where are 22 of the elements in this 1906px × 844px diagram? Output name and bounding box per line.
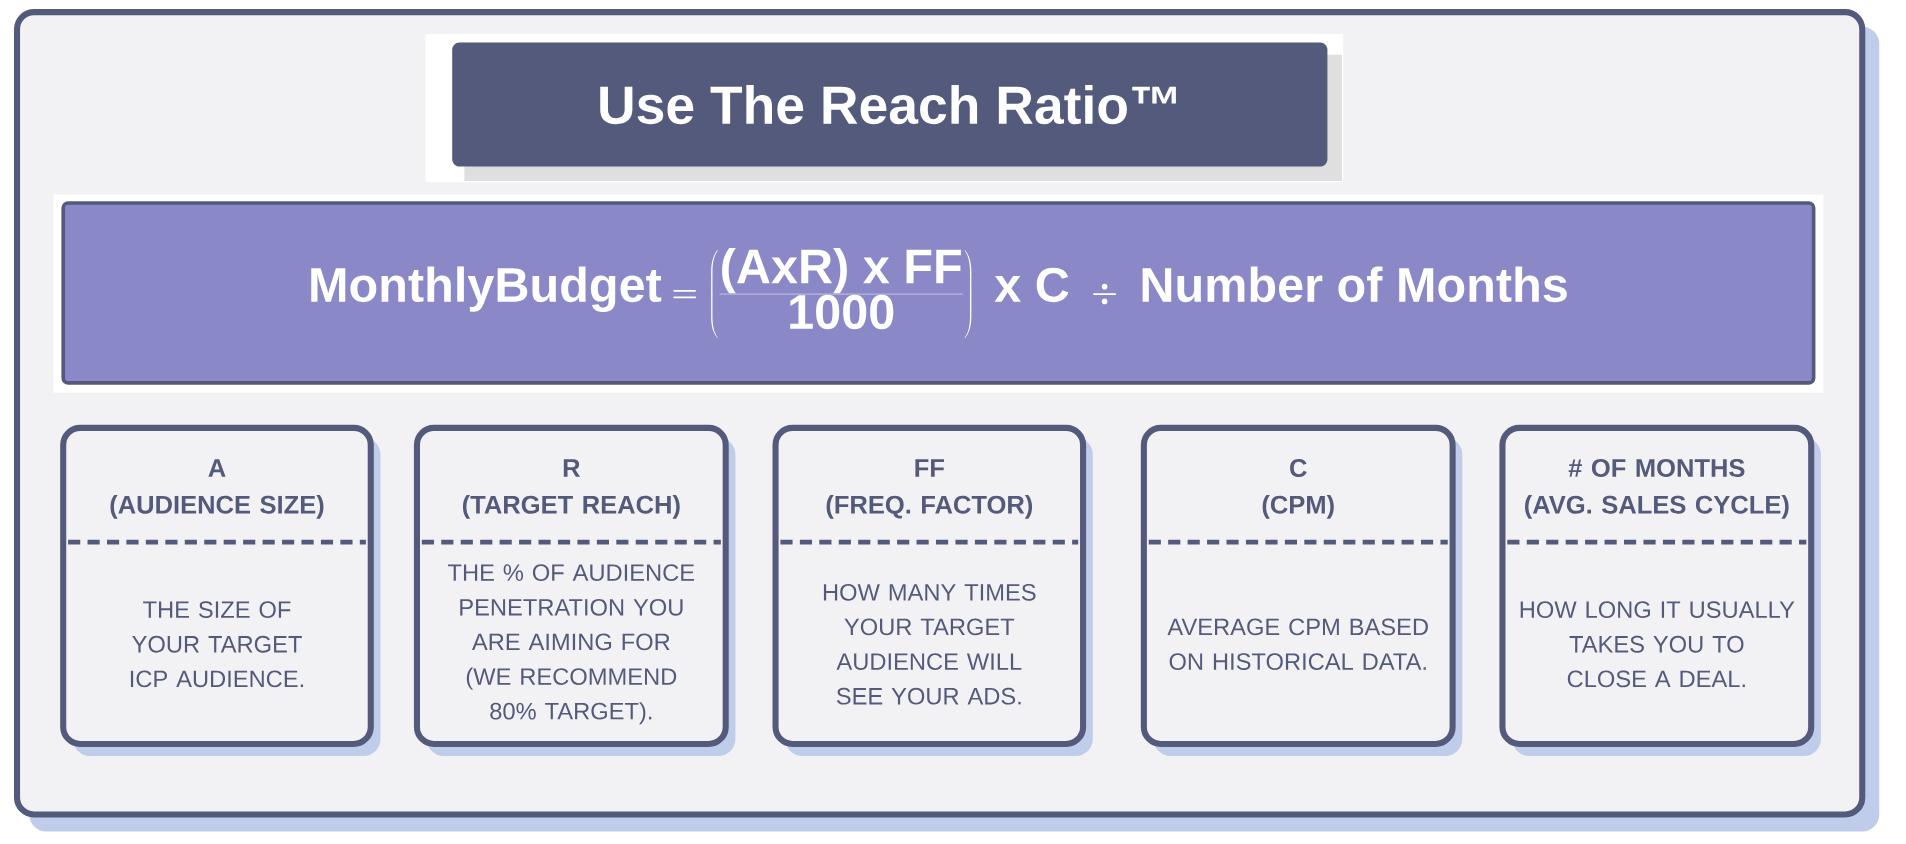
- card-description: THE % OF AUDIENCE PENETRATION YOU ARE AIMING FOR (WE RECOMMEND 80% TARGET).: [448, 564, 695, 725]
- card-description: HOW LONG IT USUALLY TAKES YOU TO CLOSE A DEAL.: [1520, 601, 1795, 688]
- card-subheading: (TARGET REACH): [462, 495, 680, 519]
- info-card: [772, 425, 1093, 757]
- card-heading: # OF MONTHS: [1568, 459, 1745, 478]
- card-heading: R: [563, 459, 581, 477]
- info-card: [413, 425, 736, 757]
- card-subheading: (FREQ. FACTOR): [826, 495, 1033, 519]
- card-description: HOW MANY TIMES YOUR TARGET AUDIENCE WILL SEE YOUR ADS.: [823, 584, 1036, 705]
- card-subheading: (AVG. SALES CYCLE): [1525, 495, 1789, 519]
- formula-band: $\textbf{MonthlyBudget} = \left(\frac{\textbf{(AxR) x FF}}{\textbf{1000}}\right) \textbf{ x C } \div \textbf{ Number of Months}$: [61, 201, 1816, 385]
- info-card: [1499, 425, 1821, 757]
- title-box: Use The Reach Ratio™: [452, 42, 1342, 182]
- card-heading: FF: [915, 459, 944, 477]
- info-card: [60, 425, 381, 757]
- info-card: [1140, 425, 1463, 757]
- card-heading: C: [1290, 459, 1307, 478]
- card-subheading: (AUDIENCE SIZE): [110, 495, 324, 519]
- card-heading: A: [208, 459, 226, 477]
- card-subheading: (CPM): [1262, 495, 1334, 519]
- card-description: AVERAGE CPM BASED ON HISTORICAL DATA.: [1167, 618, 1428, 671]
- card-description: THE SIZE OF YOUR TARGET ICP AUDIENCE.: [130, 601, 304, 688]
